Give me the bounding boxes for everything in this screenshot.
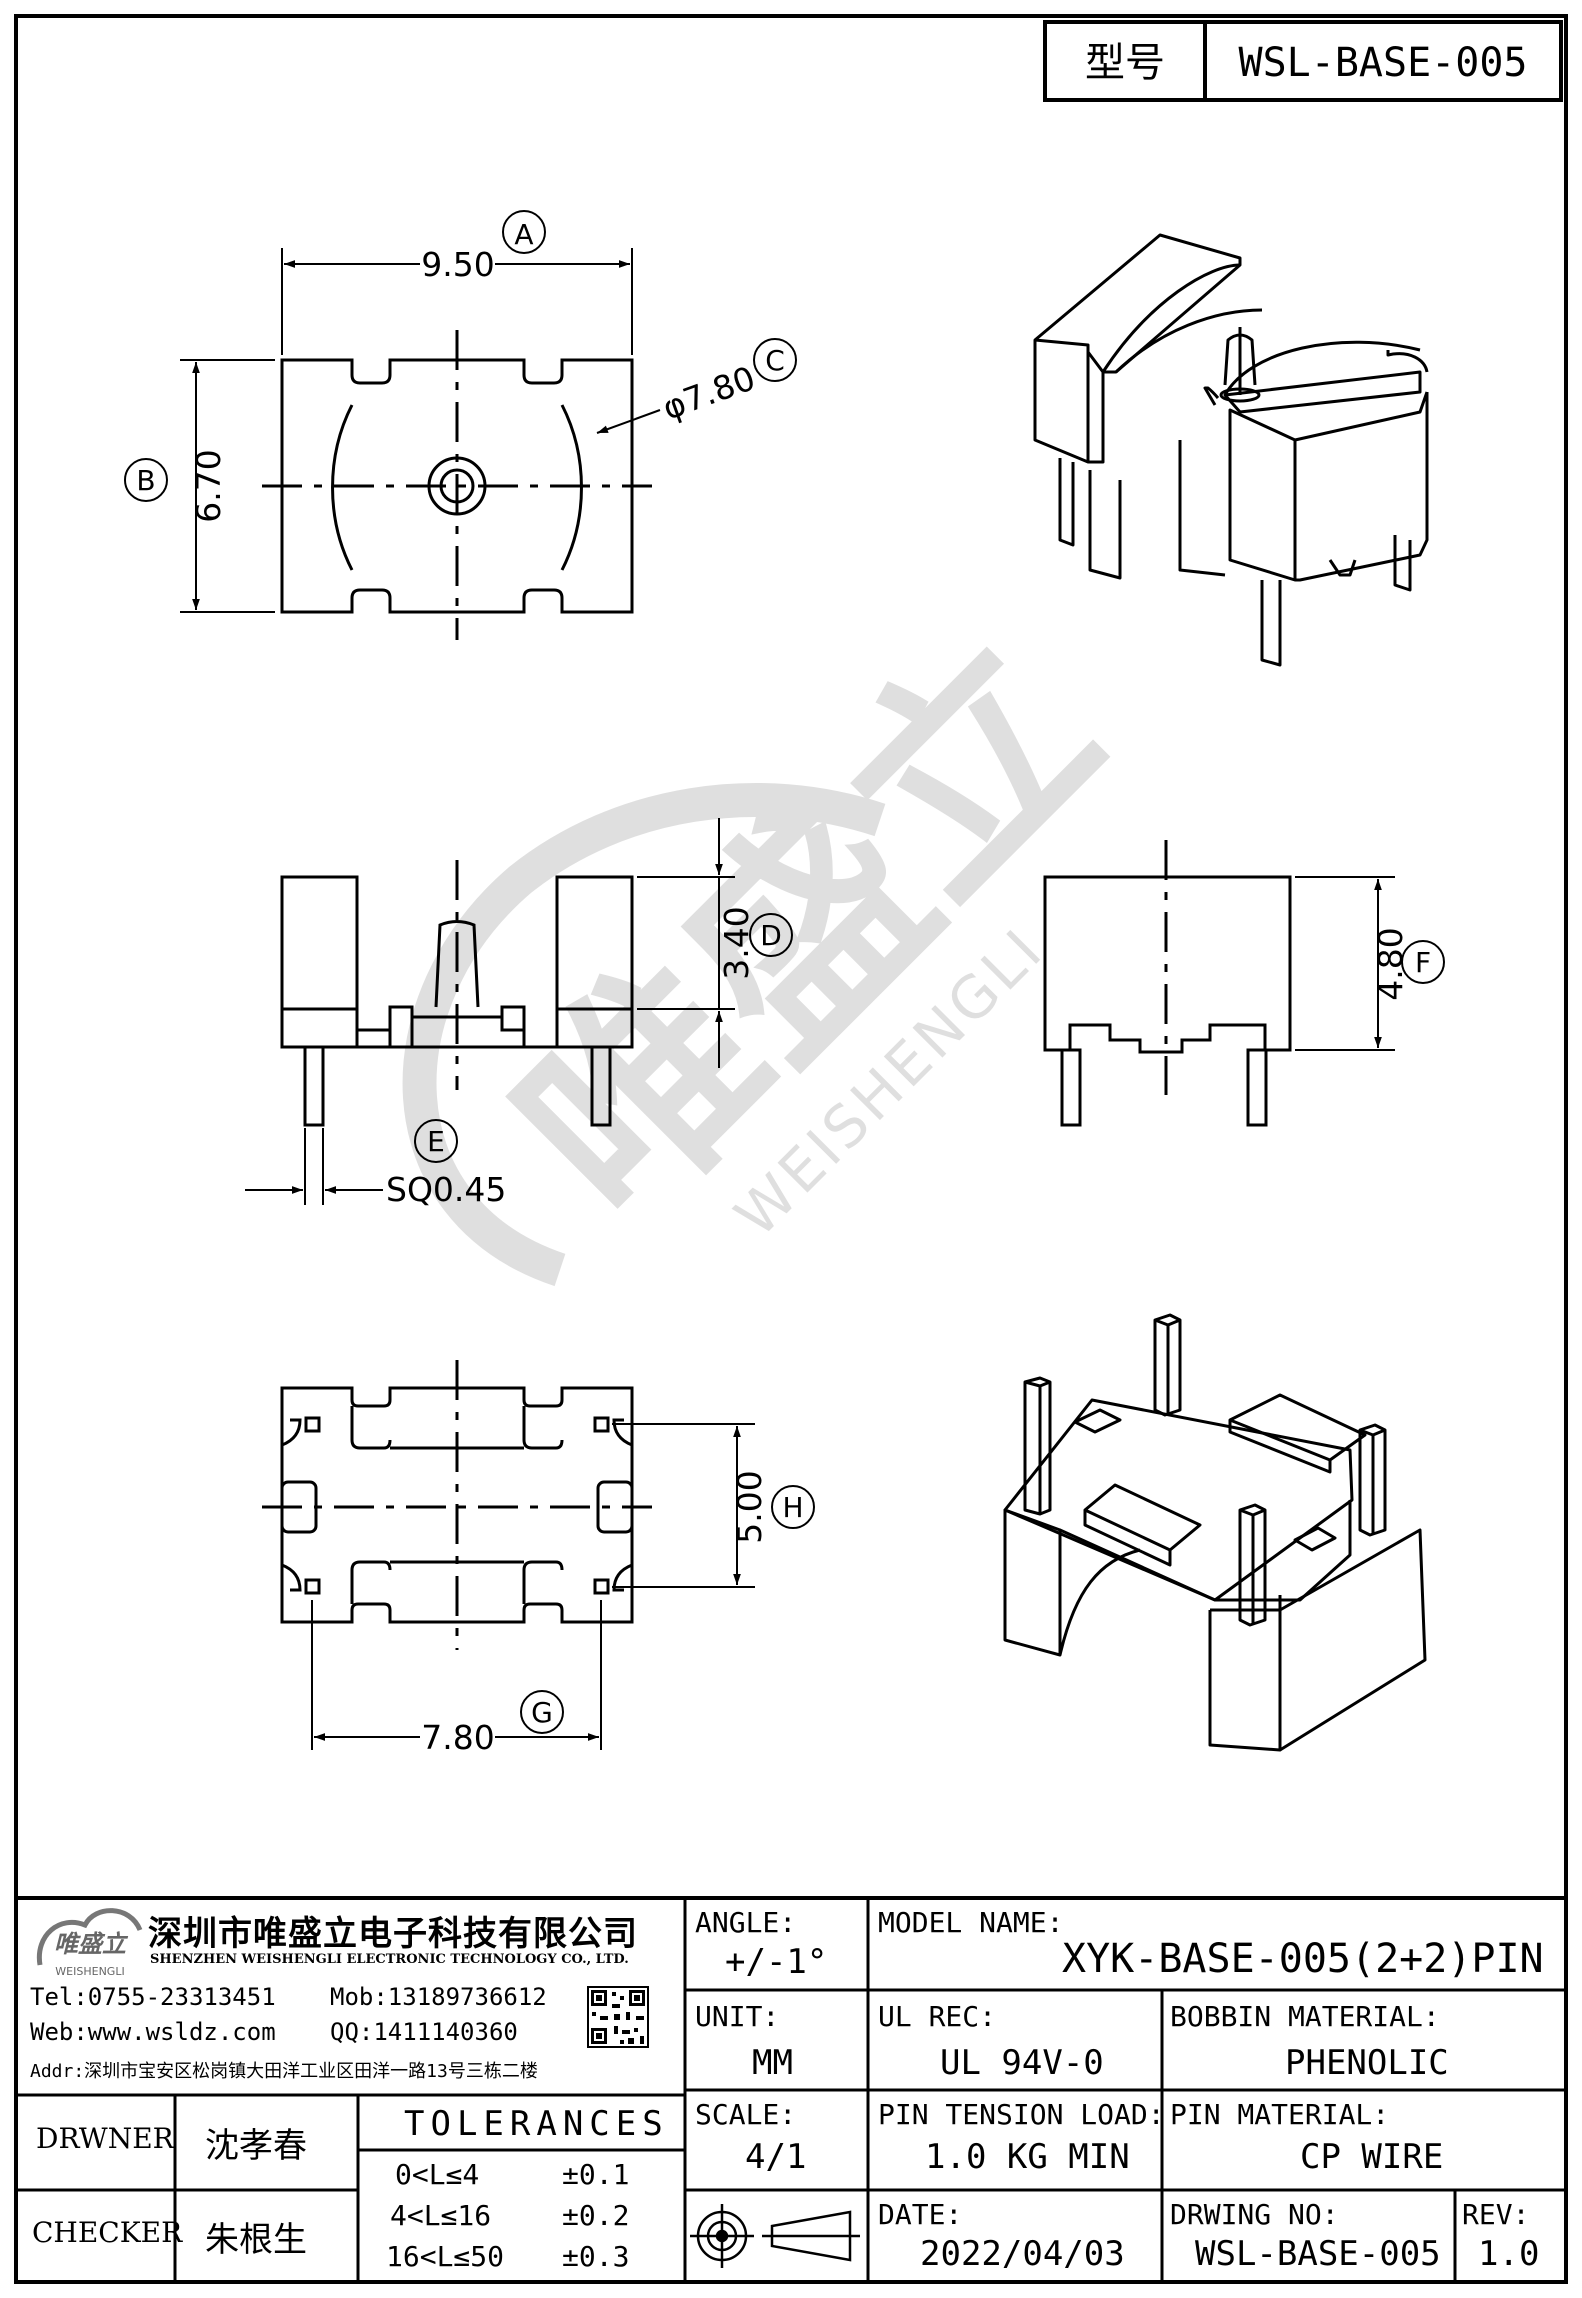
dim-g-tag: G (531, 1696, 553, 1729)
tolerance-range-3: 16<L≤50 (386, 2240, 505, 2273)
dim-h-tag: H (782, 1491, 803, 1524)
company-web: Web:www.wsldz.com (30, 2018, 276, 2046)
header-model-box: 型号 WSL-BASE-005 (1043, 20, 1563, 102)
dim-a-value: 9.50 (421, 245, 494, 284)
pin-material-label: PIN MATERIAL: (1170, 2098, 1390, 2131)
side-view (1043, 840, 1445, 1127)
drawing-no-label: DRWING NO: (1170, 2198, 1339, 2231)
angle-label: ANGLE: (695, 1906, 797, 1939)
company-logo-en: WEISHENGLI (55, 1965, 124, 1978)
pin-material-value: CP WIRE (1300, 2137, 1444, 2177)
title-block-grid (16, 1896, 1566, 2282)
company-logo: 唯盛立 WEISHENGLI (36, 1908, 143, 1978)
pin-tension-label: PIN TENSION LOAD: (878, 2098, 1165, 2131)
dim-e-value: SQ0.45 (386, 1170, 506, 1209)
angle-value: +/-1° (725, 1942, 828, 1982)
scale-value: 4/1 (745, 2137, 807, 2177)
outer-border (14, 14, 1568, 2284)
model-name-label: MODEL NAME: (878, 1906, 1064, 1939)
dim-g-value: 7.80 (421, 1718, 494, 1757)
scale-label: SCALE: (695, 2098, 797, 2131)
tolerance-range-2: 4<L≤16 (390, 2199, 492, 2232)
rev-value: 1.0 (1478, 2234, 1540, 2274)
header-model-value: WSL-BASE-005 (1239, 40, 1528, 86)
tolerance-value-3: ±0.3 (562, 2240, 630, 2273)
drawer-label: DRWNER (36, 2122, 174, 2155)
company-addr: Addr:深圳市宝安区松岗镇大田洋工业区田洋一路13号三栋二楼 (30, 2061, 538, 2082)
top-view (124, 210, 797, 640)
dim-e-tag: E (427, 1125, 445, 1158)
watermark: 唯盛立 WEISHENGLI (402, 592, 1147, 1287)
drawing-no-value: WSL-BASE-005 (1195, 2234, 1441, 2274)
rev-label: REV: (1462, 2198, 1530, 2231)
ul-rec-label: UL REC: (878, 2000, 997, 2033)
drawer-name: 沈孝春 (205, 2126, 307, 2166)
pin-tension-value: 1.0 KG MIN (925, 2137, 1130, 2177)
company-logo-cn: 唯盛立 (54, 1930, 129, 1958)
dim-f-tag: F (1415, 946, 1431, 979)
checker-label: CHECKER (32, 2216, 183, 2249)
iso-view-bottom (1003, 1313, 1427, 1752)
company-tel: Tel:0755-23313451 (30, 1983, 276, 2011)
unit-label: UNIT: (695, 2000, 780, 2033)
bobbin-material-label: BOBBIN MATERIAL: (1170, 2000, 1440, 2033)
dim-f-value: 4.80 (1371, 927, 1410, 1000)
bobbin-material-value: PHENOLIC (1285, 2043, 1449, 2083)
dim-h-value: 5.00 (730, 1470, 769, 1543)
projection-symbol-icon (690, 2204, 860, 2268)
dim-c-tag: C (765, 344, 785, 377)
company-qq: QQ:1411140360 (330, 2018, 518, 2046)
company-mob: Mob:13189736612 (330, 1983, 547, 2011)
dim-b-tag: B (136, 464, 155, 497)
tolerances-title: TOLERANCES (404, 2104, 669, 2144)
tolerance-range-1: 0<L≤4 (395, 2158, 480, 2191)
ul-rec-value: UL 94V-0 (940, 2043, 1104, 2083)
company-name-cn: 深圳市唯盛立电子科技有限公司 (148, 1914, 638, 1954)
iso-view-top (1033, 233, 1429, 667)
checker-name: 朱根生 (205, 2220, 307, 2260)
date-value: 2022/04/03 (920, 2234, 1125, 2274)
dim-b-value: 6.70 (189, 449, 228, 522)
dim-c-value: φ7.80 (657, 358, 760, 427)
company-name-en: SHENZHEN WEISHENGLI ELECTRONIC TECHNOLOG… (150, 1952, 629, 1967)
bottom-view (262, 1360, 815, 1750)
dim-d-tag: D (760, 919, 782, 952)
tolerance-value-1: ±0.1 (562, 2158, 630, 2191)
header-model-label: 型号 (1085, 40, 1165, 86)
dim-a-tag: A (514, 218, 533, 251)
model-name-value: XYK-BASE-005(2+2)PIN (1062, 1936, 1544, 1982)
front-view (245, 818, 793, 1205)
tolerance-value-2: ±0.2 (562, 2199, 630, 2232)
unit-value: MM (752, 2043, 793, 2083)
date-label: DATE: (878, 2198, 963, 2231)
qr-code (587, 1986, 649, 2048)
dim-d-value: 3.40 (717, 906, 756, 979)
